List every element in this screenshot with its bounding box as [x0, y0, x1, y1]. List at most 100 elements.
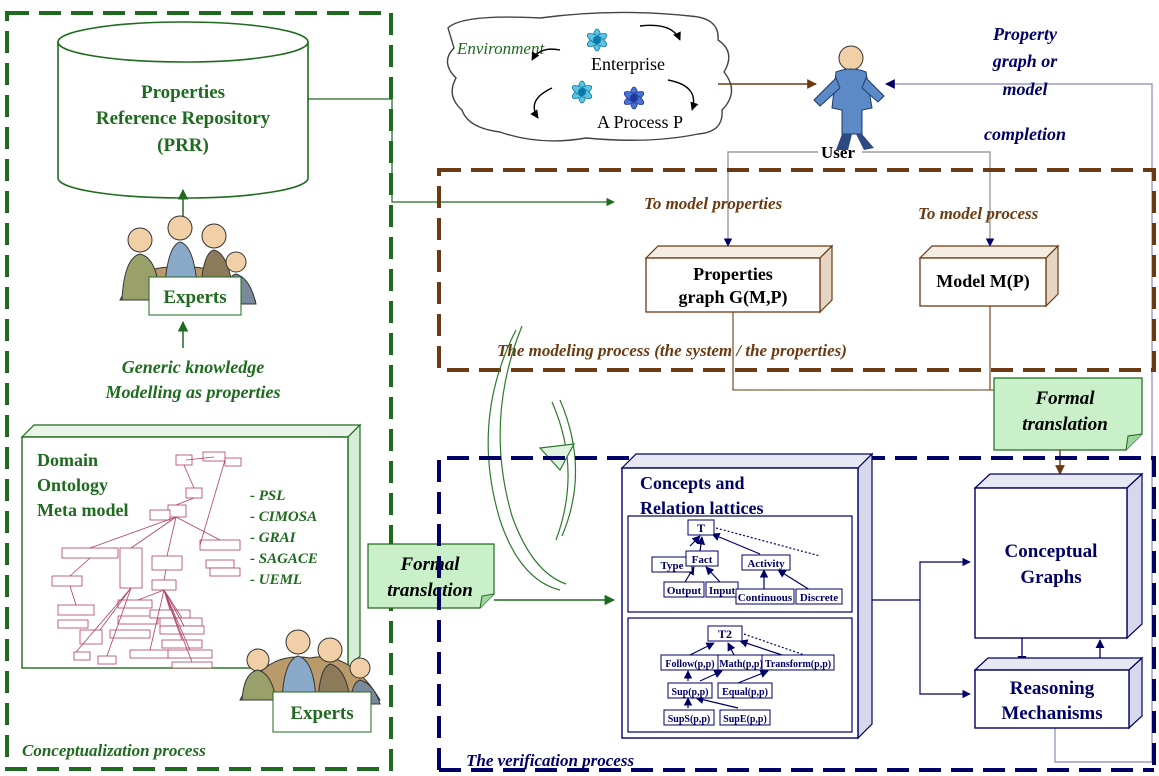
feedback-line3: model — [1003, 79, 1048, 99]
lattice-title-line1: Concepts and — [640, 473, 745, 493]
to-model-properties-label: To model properties — [644, 194, 783, 213]
ontology-class-box — [57, 619, 89, 629]
ontology-relation-line — [130, 516, 177, 549]
ontology-class-box — [79, 629, 103, 645]
lattice-relations-tree: T2 Follow(p,p) Math(p,p) Transform(p,p) … — [660, 625, 835, 726]
lattice2-node: Follow(p,p) — [665, 659, 714, 670]
ontology-relation-line — [106, 587, 132, 657]
ontology-class-box — [171, 661, 213, 669]
language-item: - CIMOSA — [250, 509, 317, 525]
ontology-class-box — [149, 509, 171, 521]
ontology-class-box — [129, 649, 171, 659]
ontology-relation-line — [175, 516, 221, 541]
ontology-class-box — [109, 629, 151, 639]
ontology-class-box — [117, 599, 153, 609]
language-item: - SAGACE — [250, 551, 318, 567]
conceptualization-frame — [5, 11, 393, 771]
properties-graph-line2: graph G(M,P) — [679, 287, 788, 308]
model-label: Model M(P) — [936, 271, 1029, 292]
ontology-relation-line — [163, 589, 191, 651]
ontology-relation-line — [137, 589, 165, 601]
generic-knowledge-line1: Generic knowledge — [122, 357, 264, 377]
model-box — [918, 244, 1060, 308]
experts-bottom-label: Experts — [290, 703, 353, 724]
conceptual-graphs-line1: Conceptual — [1005, 541, 1098, 562]
lattice2-node: Sup(p,p) — [672, 687, 709, 698]
domain-line2: Ontology — [37, 475, 108, 495]
lattice2-node: Transform(p,p) — [765, 659, 831, 670]
formal-translation-left-note — [367, 543, 495, 609]
ontology-class-box — [51, 575, 83, 587]
ontology-class-box — [205, 559, 235, 569]
ontology-mini-diagram — [51, 451, 242, 669]
lattice1-node: Activity — [747, 558, 785, 570]
user-label: User — [821, 143, 855, 162]
lattice-title-line2: Relation lattices — [640, 498, 763, 518]
ontology-class-box — [209, 567, 241, 577]
verification-process-label: The verification process — [466, 751, 634, 770]
ontology-class-box — [167, 504, 187, 518]
feedback-line1: Property — [992, 24, 1058, 44]
repository-cylinder — [57, 21, 309, 199]
reasoning-line2: Mechanisms — [1001, 703, 1102, 724]
ontology-class-box — [119, 547, 143, 589]
experts-top-box — [148, 276, 242, 316]
experts-bottom-box — [272, 691, 372, 733]
reasoning-mechanisms-box — [973, 656, 1144, 730]
lattice1-node: Type — [660, 560, 683, 572]
lattice-concepts-tree: T Type Fact Output Input Activity Contin… — [651, 519, 843, 605]
to-model-process-label: To model process — [918, 204, 1039, 223]
connector-user-to-properties — [723, 151, 818, 247]
environment-cloud — [446, 11, 733, 142]
process-p-label: A Process P — [597, 112, 683, 132]
formal-translation-left-line1: Formal — [399, 554, 460, 575]
lattice1-node: Output — [667, 585, 702, 597]
ontology-relation-line — [163, 589, 193, 663]
connector-repository-to-modeling — [308, 98, 615, 207]
ontology-relation-line — [199, 459, 226, 546]
lattice1-node: Input — [709, 585, 736, 597]
ontology-class-box — [151, 555, 183, 571]
lattice2-node: Equal(p,p) — [722, 687, 768, 698]
ontology-class-box — [73, 651, 91, 661]
conceptualization-process-label: Conceptualization process — [22, 741, 206, 760]
language-item: - UEML — [250, 572, 302, 588]
feedback-line4: completion — [984, 124, 1066, 144]
properties-graph-line1: Properties — [693, 264, 773, 284]
lattice2-node: SupS(p,p) — [668, 714, 711, 725]
experts-people-bottom-icon — [239, 629, 381, 705]
ontology-relation-line — [163, 589, 185, 627]
connector-user-to-model — [862, 151, 995, 247]
ontology-relation-line — [69, 557, 91, 577]
ontology-class-box — [161, 639, 203, 649]
cloud-cycle-arrows — [530, 24, 699, 119]
formal-translation-right-line2: translation — [1022, 414, 1108, 435]
lattice1-node: Discrete — [800, 592, 838, 604]
generic-knowledge-line2: Modelling as properties — [104, 382, 280, 402]
process-flowers-icon — [571, 28, 645, 110]
language-item: - PSL — [250, 488, 285, 504]
ontology-class-box — [202, 451, 226, 462]
ontology-class-box — [224, 457, 242, 467]
ontology-class-box — [151, 579, 177, 591]
connector-properties-to-translation — [732, 312, 995, 391]
ontology-relation-line — [69, 585, 77, 606]
modeling-process-label: The modeling process (the system / the p… — [497, 341, 847, 360]
ontology-class-box — [57, 604, 95, 616]
ontology-relation-line — [166, 516, 177, 557]
ontology-relation-line — [175, 497, 195, 506]
ontology-relation-line — [149, 589, 165, 651]
ontology-relation-line — [75, 587, 132, 653]
lattice1-node: Continuous — [738, 592, 793, 604]
ontology-relation-line — [183, 464, 195, 489]
lattice2-node: SupE(p,p) — [723, 714, 767, 725]
modeling-frame — [437, 168, 1156, 372]
lattice1-root: T — [697, 521, 705, 535]
repository-line2: Reference Repository — [96, 108, 271, 129]
ontology-relation-line — [99, 587, 132, 631]
user-figure-icon — [813, 45, 885, 150]
ontology-class-box — [149, 609, 191, 619]
conceptual-graphs-line2: Graphs — [1020, 567, 1081, 588]
connector-lattice-to-reasoning — [919, 600, 971, 699]
